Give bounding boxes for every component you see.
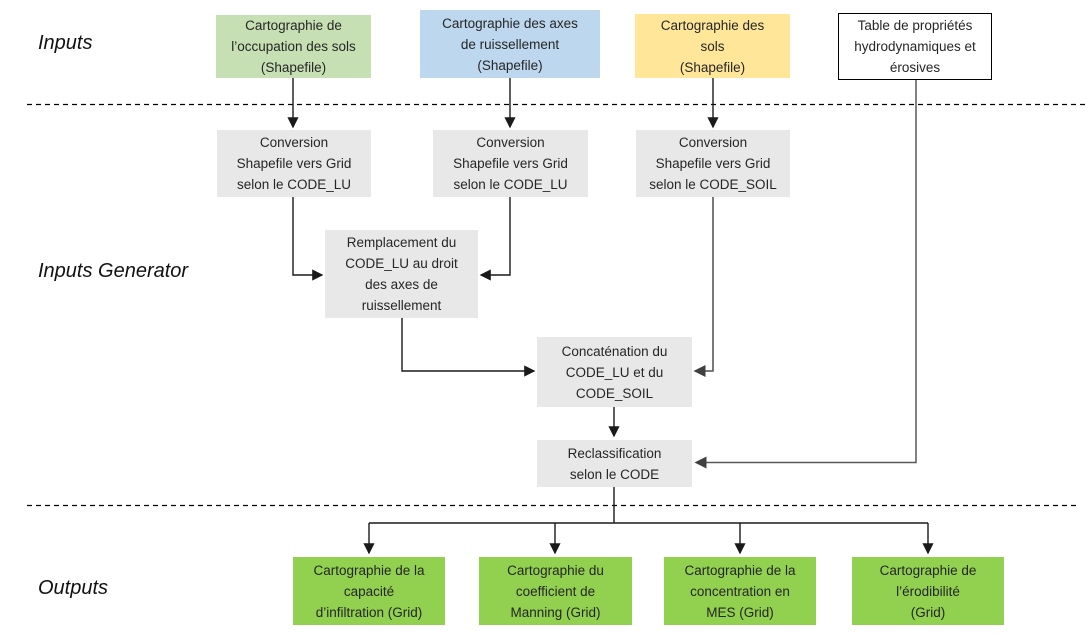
output-box-infiltration: Cartographie de la capacité d’infiltrati… (293, 557, 445, 625)
section-label-inputs: Inputs (38, 32, 93, 54)
process-box-concatenation: Concaténation du CODE_LU et du CODE_SOIL (537, 337, 692, 407)
input-box-runoff-axes: Cartographie des axes de ruissellement (… (420, 10, 600, 78)
process-box-conversion-lu-1: Conversion Shapefile vers Grid selon le … (217, 130, 371, 197)
section-label-outputs: Outputs (38, 577, 109, 599)
arrow-replacement-to-concatenation (401, 318, 536, 377)
output-box-erodibility: Cartographie de l’érodibilité (Grid) (852, 557, 1004, 625)
section-label-inputs-generator: Inputs Generator (38, 260, 189, 282)
process-box-replacement: Remplacement du CODE_LU au droit des axe… (325, 230, 478, 318)
arrow-conversion1-to-replacement (292, 197, 324, 281)
input-box-soils: Cartographie des sols (Shapefile) (635, 14, 790, 78)
input-box-properties-table: Table de propriétés hydrodynamiques et é… (838, 13, 992, 80)
arrow-conversion2-to-replacement (479, 197, 511, 281)
process-box-reclassification: Reclassification selon le CODE (537, 440, 692, 487)
output-box-mes: Cartographie de la concentration en MES … (664, 557, 816, 625)
process-box-conversion-soil: Conversion Shapefile vers Grid selon le … (636, 130, 790, 197)
arrow-conversion3-to-concatenation (693, 197, 714, 377)
output-box-manning: Cartographie du coefficient de Manning (… (479, 557, 632, 625)
input-box-landuse: Cartographie de l’occupation des sols (S… (216, 15, 371, 78)
process-box-conversion-lu-2: Conversion Shapefile vers Grid selon le … (433, 130, 588, 197)
